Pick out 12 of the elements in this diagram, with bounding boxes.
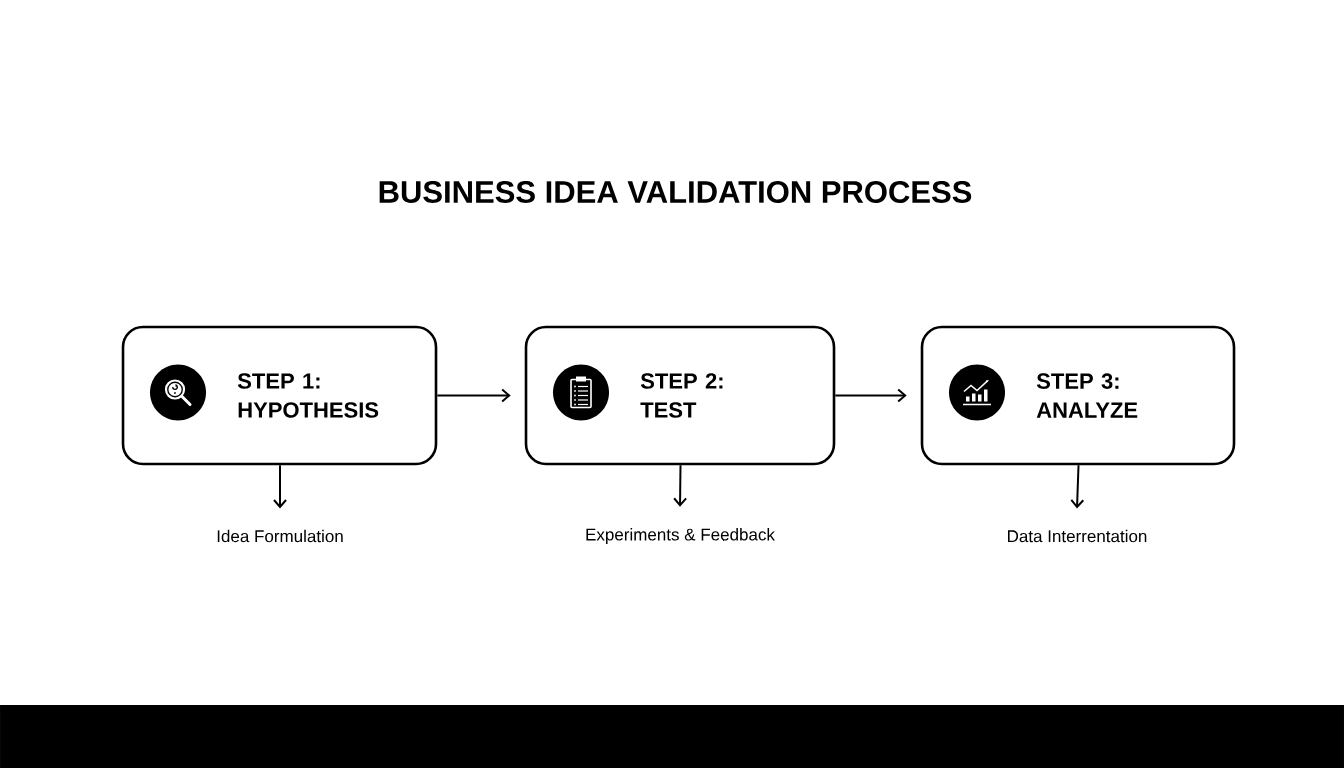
arrow bbox=[1070, 464, 1085, 509]
step-heading: STEP 3: ANALYZE bbox=[1036, 373, 1138, 418]
step-caption: Experiments & Feedback bbox=[586, 528, 775, 544]
arrow bbox=[834, 388, 907, 403]
step-caption: Idea Formulation bbox=[217, 529, 343, 543]
step-heading: STEP 2: TEST bbox=[640, 373, 723, 418]
step-caption: Data Interrentation bbox=[1008, 529, 1147, 543]
step-heading: STEP 1: HYPOTHESIS bbox=[237, 373, 379, 418]
title: BUSINESS IDEA VALIDATION PROCESS bbox=[379, 181, 972, 203]
arrow bbox=[436, 388, 511, 403]
arrow bbox=[273, 464, 287, 509]
arrow bbox=[673, 464, 688, 507]
